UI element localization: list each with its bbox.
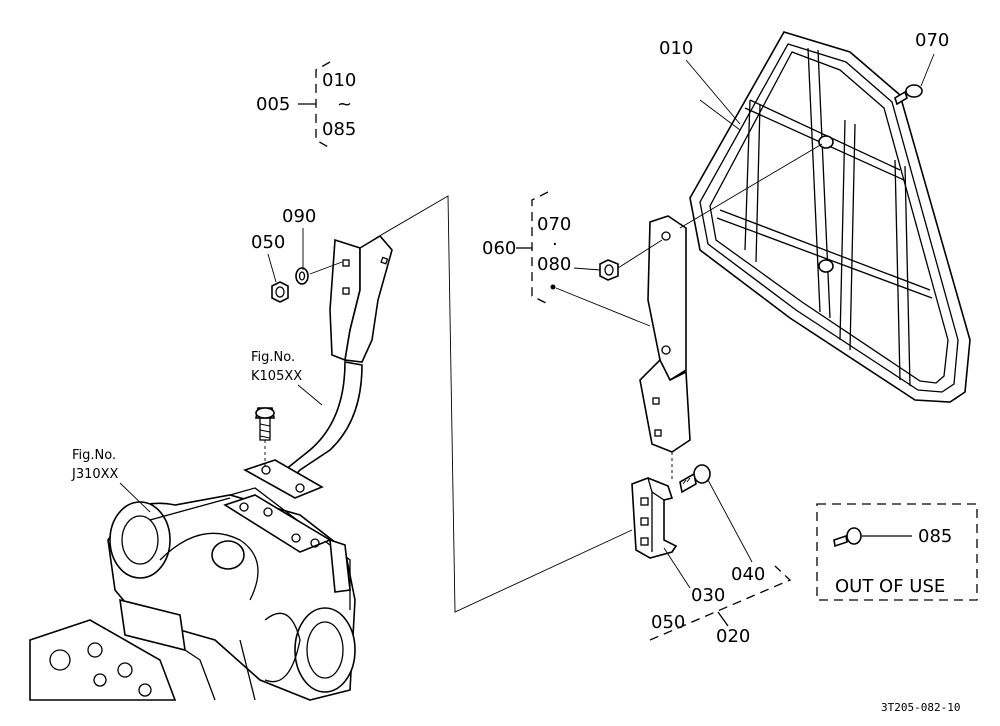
label-085-box: 085: [918, 526, 952, 547]
label-090: 090: [282, 206, 316, 227]
figref-j310xx: Fig.No. J310XX: [71, 448, 151, 513]
label-070-group: 070: [537, 214, 571, 235]
group-005-callout: 005 010 ~ 085: [256, 61, 356, 149]
bolt-icon: [255, 407, 275, 419]
group-020-callout: 050 020: [649, 565, 792, 647]
label-030: 030: [691, 585, 725, 606]
fig-ref-j310: J310XX: [71, 467, 119, 482]
bolt-icon: [905, 84, 923, 98]
washer-icon: [295, 267, 309, 285]
panel-010: 010: [659, 31, 971, 403]
bolt-icon: [846, 527, 862, 545]
label-085-range: 085: [322, 119, 356, 140]
nut-icon: [271, 281, 289, 303]
washer-090: 090: [282, 206, 316, 285]
label-050-bottom: 050: [651, 612, 685, 633]
group-060-callout: 060 070 · 080: [482, 191, 651, 327]
label-010-panel: 010: [659, 38, 693, 59]
out-of-use-text: OUT OF USE: [835, 576, 945, 597]
bracket-stay-assembly: [243, 234, 393, 499]
label-020: 020: [716, 626, 750, 647]
transmission-housing: [29, 487, 356, 701]
nut-050-left: 050: [251, 232, 289, 303]
bracket-030: 030: [631, 477, 725, 606]
fig-label-k105: Fig.No.: [251, 350, 295, 365]
label-range-tilde: ~: [337, 94, 352, 115]
fig-ref-k105: K105XX: [251, 369, 302, 384]
fig-label-j310: Fig.No.: [72, 448, 116, 463]
label-010-range: 010: [322, 70, 356, 91]
out-of-use-box: 085 OUT OF USE: [816, 503, 978, 601]
nut-080: [573, 143, 823, 281]
drawing-number: 3T205-082-10: [881, 701, 960, 714]
label-005: 005: [256, 94, 290, 115]
nut-icon: [599, 259, 619, 281]
bolt-icon: [693, 464, 711, 484]
label-080-group: 080: [537, 254, 571, 275]
label-040: 040: [731, 564, 765, 585]
stay-bar-060: [639, 215, 691, 482]
bolt-070-top: 070: [894, 30, 949, 106]
figref-k105xx: Fig.No. K105XX: [251, 350, 323, 406]
label-070-top: 070: [915, 30, 949, 51]
bolt-040: 040: [679, 464, 765, 585]
label-060: 060: [482, 238, 516, 259]
label-050-left: 050: [251, 232, 285, 253]
group-dot: ·: [552, 234, 558, 255]
